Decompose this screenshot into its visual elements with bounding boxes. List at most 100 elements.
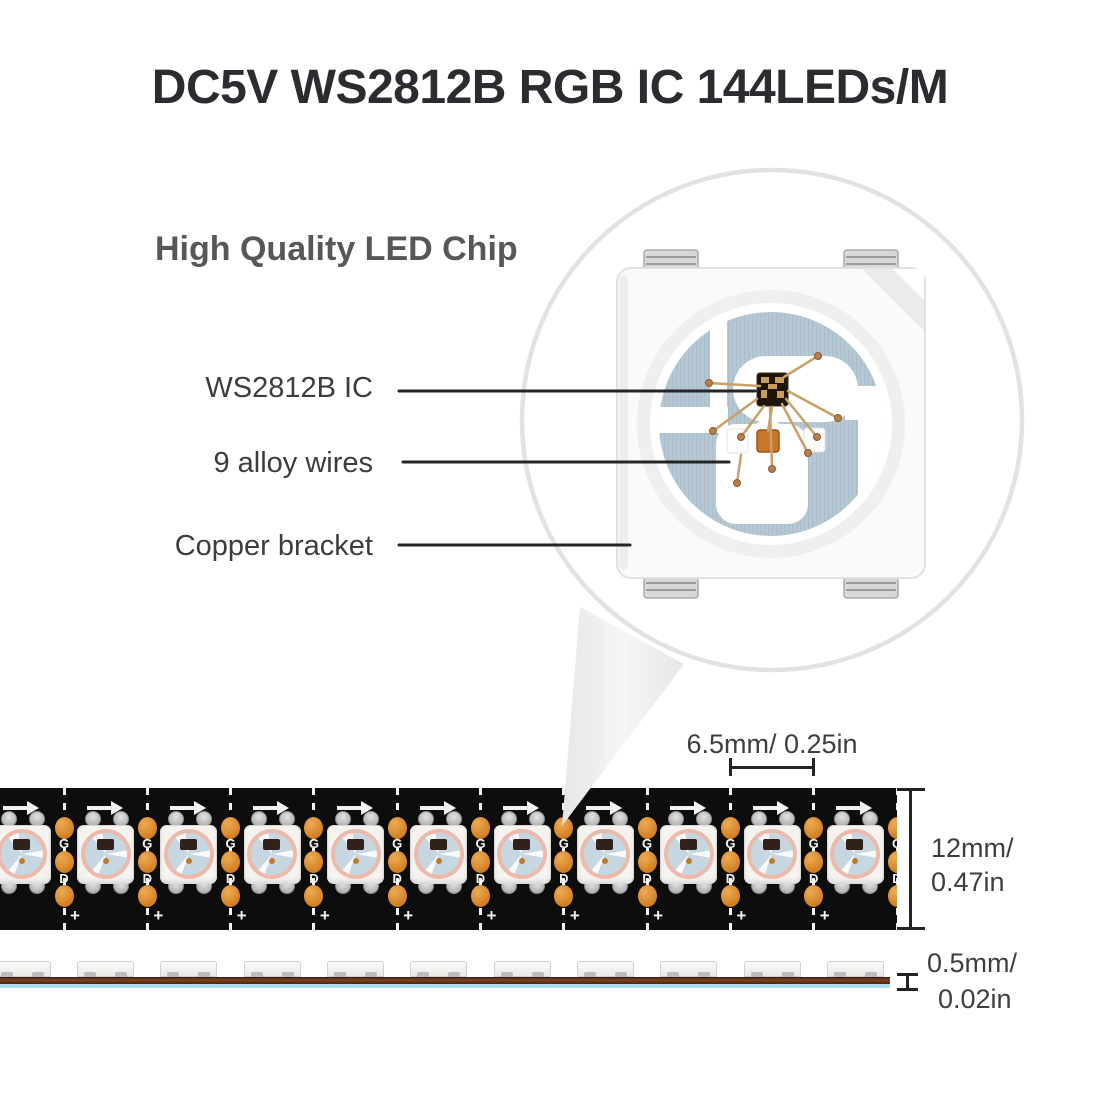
pad-label-data: D bbox=[225, 871, 236, 886]
solder-pad bbox=[637, 851, 657, 873]
wire-bond-balls bbox=[705, 352, 842, 487]
led-center-dot-icon bbox=[185, 858, 192, 864]
side-view-pcb bbox=[0, 977, 890, 984]
solder-pad bbox=[887, 851, 897, 873]
led-lens bbox=[247, 829, 298, 879]
solder-pad bbox=[54, 817, 74, 839]
thickness-bracket-cap-top bbox=[897, 973, 918, 976]
led-center-dot-icon bbox=[519, 858, 526, 864]
side-view-led-package bbox=[826, 961, 884, 977]
pad-label-data: D bbox=[475, 871, 486, 886]
led-strip-top-view: GD+GD+GD+GD+GD+GD+GD+GD+GD+GD+GD+ bbox=[0, 788, 897, 930]
solder-pad bbox=[387, 885, 407, 907]
pad-label-data: D bbox=[892, 871, 897, 886]
dimension-thickness-mm: 0.5mm/ bbox=[927, 948, 1018, 978]
side-view-led-foot bbox=[667, 972, 680, 977]
ws2812b-ic-die bbox=[756, 372, 789, 407]
pad-label-data: D bbox=[559, 871, 569, 886]
led-ic-chip-icon bbox=[846, 839, 864, 850]
callout-lines bbox=[397, 389, 757, 547]
side-view-adhesive-tape bbox=[0, 984, 890, 988]
led-center-dot-icon bbox=[769, 858, 776, 864]
width-bracket-line bbox=[909, 788, 912, 930]
solder-pad bbox=[804, 885, 824, 907]
solder-pad bbox=[804, 817, 824, 839]
thickness-bracket-cap-bottom bbox=[897, 988, 918, 991]
side-view-led-package bbox=[660, 961, 718, 977]
dimension-led-pitch: 6.5mm/ 0.25in bbox=[686, 729, 858, 759]
led-lens bbox=[747, 829, 798, 879]
direction-arrow-icon bbox=[336, 801, 373, 814]
solder-pad bbox=[720, 817, 740, 839]
chip-package-body bbox=[616, 267, 926, 579]
pad-label-plus: + bbox=[153, 906, 164, 925]
led-strip-side-view bbox=[0, 958, 890, 990]
solder-pad bbox=[137, 885, 157, 907]
side-view-led-foot bbox=[0, 972, 13, 977]
callout-label-alloy-wires: 9 alloy wires bbox=[213, 447, 373, 479]
led-die bbox=[756, 429, 780, 453]
side-view-led-foot bbox=[781, 972, 794, 977]
solder-pad bbox=[387, 817, 407, 839]
solder-pad bbox=[304, 851, 324, 873]
width-bracket-cap-bottom bbox=[897, 927, 925, 930]
pad-label-gnd: G bbox=[308, 836, 319, 851]
side-view-led-foot bbox=[84, 972, 97, 977]
led-lens bbox=[163, 829, 214, 879]
alloy-wires bbox=[707, 354, 840, 485]
dimension-strip-width-in: 0.47in bbox=[931, 867, 1005, 897]
direction-arrow-icon bbox=[253, 801, 290, 814]
solder-pad bbox=[471, 885, 490, 907]
side-view-led-foot bbox=[614, 972, 627, 977]
side-view-led-foot bbox=[698, 972, 711, 977]
led-ic-chip-icon bbox=[13, 839, 31, 850]
led-lens bbox=[497, 829, 548, 879]
side-view-led-foot bbox=[448, 972, 461, 977]
pad-label-plus: + bbox=[819, 906, 830, 925]
led-ic-chip-icon bbox=[179, 839, 197, 850]
chip-well bbox=[650, 303, 892, 545]
pad-label-plus: + bbox=[319, 906, 330, 925]
side-view-led-foot bbox=[583, 972, 596, 977]
pitch-bracket-tick-left bbox=[729, 758, 732, 776]
direction-arrow-icon bbox=[836, 801, 873, 814]
pad-label-plus: + bbox=[486, 906, 497, 925]
direction-arrow-icon bbox=[169, 801, 206, 814]
pad-label-gnd: G bbox=[558, 836, 569, 851]
led-lens bbox=[413, 829, 464, 879]
solder-pad bbox=[887, 817, 897, 839]
side-view-led-foot bbox=[250, 972, 263, 977]
side-view-led-foot bbox=[500, 972, 513, 977]
pad-label-data: D bbox=[642, 871, 652, 886]
dimension-strip-width-mm: 12mm/ bbox=[931, 833, 1014, 863]
direction-arrow-icon bbox=[753, 801, 790, 814]
dimension-thickness-in: 0.02in bbox=[938, 984, 1012, 1014]
solder-pad bbox=[221, 817, 241, 839]
direction-arrow-icon bbox=[3, 801, 40, 814]
solder-pad bbox=[304, 817, 324, 839]
led-lens bbox=[580, 829, 631, 879]
led-ic-chip-icon bbox=[679, 839, 697, 850]
side-view-led-foot bbox=[167, 972, 180, 977]
side-view-led-foot bbox=[750, 972, 763, 977]
led-ic-chip-icon bbox=[596, 839, 614, 850]
side-view-led-foot bbox=[531, 972, 544, 977]
solder-pad bbox=[554, 885, 574, 907]
side-view-led-package bbox=[0, 961, 51, 977]
solder-pad bbox=[554, 851, 574, 873]
pad-label-data: D bbox=[309, 871, 319, 886]
side-view-led-package bbox=[160, 961, 218, 977]
solder-pad bbox=[720, 851, 740, 873]
led-center-dot-icon bbox=[602, 858, 609, 864]
pad-label-gnd: G bbox=[475, 836, 486, 851]
pad-label-plus: + bbox=[736, 906, 747, 925]
side-view-led-foot bbox=[281, 972, 294, 977]
side-view-led-foot bbox=[417, 972, 430, 977]
led-center-dot-icon bbox=[19, 858, 26, 864]
led-lens bbox=[330, 829, 381, 879]
led-lens bbox=[80, 829, 131, 879]
pad-label-data: D bbox=[59, 871, 69, 886]
side-view-led-foot bbox=[31, 972, 44, 977]
direction-arrow-icon bbox=[586, 801, 623, 814]
